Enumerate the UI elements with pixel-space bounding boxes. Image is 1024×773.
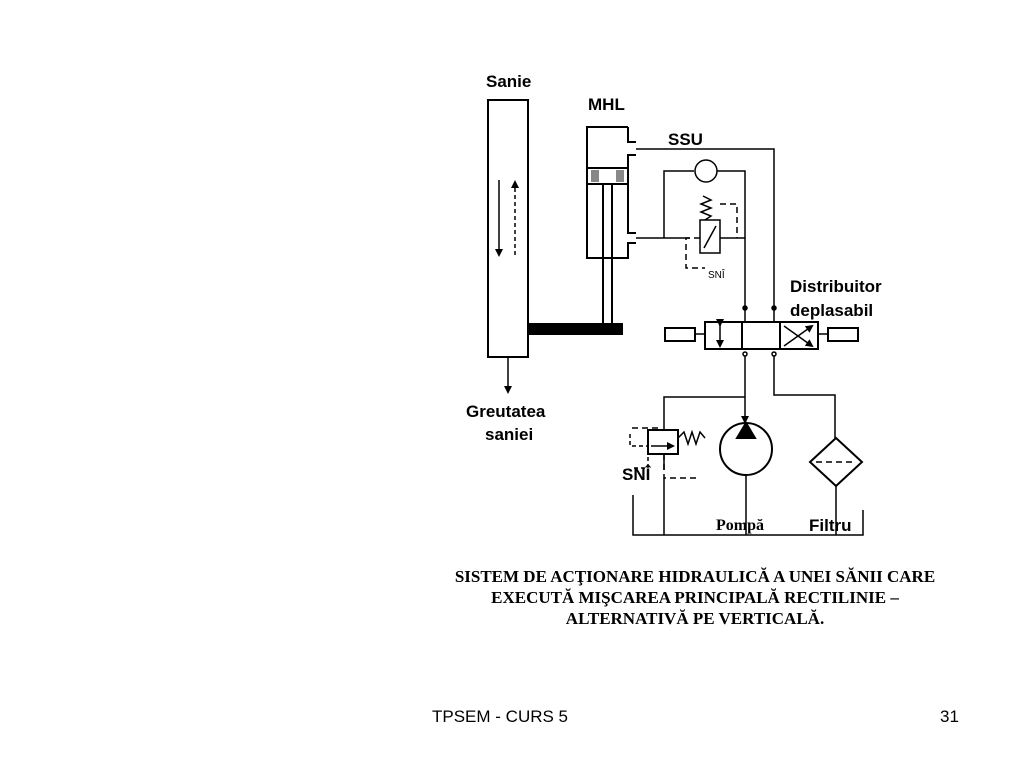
label-distribuitor-2: deplasabil <box>790 301 873 320</box>
label-ssu: SSU <box>668 130 703 149</box>
label-filtru: Filtru <box>809 516 852 535</box>
caption-line-2: EXECUTĂ MIŞCAREA PRINCIPALĂ RECTILINIE – <box>491 588 899 607</box>
tank-return-line <box>632 478 864 536</box>
label-sni: SNÎ <box>622 465 652 484</box>
mhl-cylinder <box>586 126 636 323</box>
caption-line-3: ALTERNATIVĂ PE VERTICALĂ. <box>565 609 825 628</box>
page-number: 31 <box>940 707 959 726</box>
caption: SISTEM DE ACŢIONARE HIDRAULICĂ A UNEI SĂ… <box>395 566 995 629</box>
label-sanie: Sanie <box>486 72 531 91</box>
label-mhl: MHL <box>588 95 625 114</box>
pump <box>663 372 773 512</box>
ssu-group <box>636 148 775 308</box>
label-greutatea-1: Greutatea <box>466 402 546 421</box>
label-distribuitor-1: Distribuitor <box>790 277 882 296</box>
footer-title: TPSEM - CURS 5 <box>432 707 569 726</box>
label-sni-small: SNÎ <box>708 268 726 281</box>
caption-line-1: SISTEM DE ACŢIONARE HIDRAULICĂ A UNEI SĂ… <box>454 567 936 586</box>
connecting-beam <box>528 323 623 335</box>
filtru <box>808 436 864 510</box>
label-pompa: Pompă <box>716 517 764 534</box>
distribuitor-valve <box>664 305 859 438</box>
sanie-slide <box>487 99 529 394</box>
label-greutatea-2: saniei <box>485 425 533 444</box>
sni-relief-valve <box>629 427 706 479</box>
